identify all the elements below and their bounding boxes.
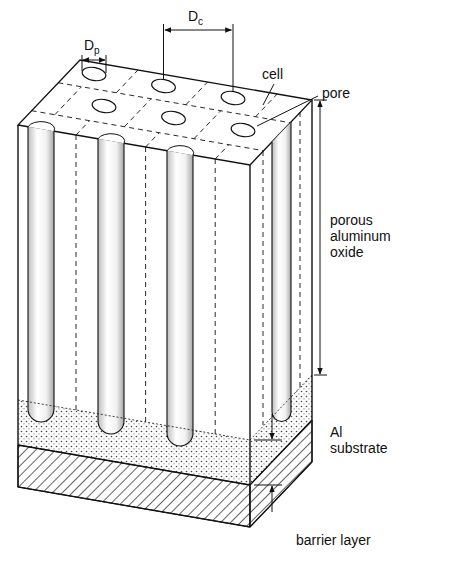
pore-column	[98, 139, 124, 434]
layer-label: porous aluminum oxide	[330, 212, 408, 260]
leader-line	[263, 84, 274, 105]
layer-label: Al substrate	[330, 424, 400, 456]
part-label: cell	[262, 66, 283, 82]
cut-pores	[28, 122, 194, 156]
substrate-front	[18, 445, 250, 527]
block-outline	[18, 100, 312, 527]
dimension-barrier	[254, 414, 282, 512]
layer-label: barrier layer	[296, 532, 371, 548]
dimension-dc	[164, 24, 234, 92]
right-face	[250, 100, 312, 527]
part-label: pore	[322, 85, 350, 101]
dimension-subscript: p	[94, 45, 100, 56]
cell-walls-top	[32, 70, 291, 159]
dimension-symbol: D	[84, 37, 94, 53]
pore-column	[28, 127, 54, 422]
pore-column	[167, 151, 193, 446]
cell-walls-front	[76, 112, 300, 434]
top-face	[18, 60, 312, 165]
leader-line	[257, 96, 318, 126]
dimension-symbol: D	[188, 8, 198, 24]
front-face	[18, 125, 250, 527]
pore-openings	[81, 66, 256, 139]
dimension-oxide	[314, 100, 327, 375]
pore-column	[272, 122, 291, 422]
substrate-side	[250, 420, 312, 527]
dimension-subscript: c	[198, 16, 203, 27]
dimension-dp	[82, 55, 106, 73]
